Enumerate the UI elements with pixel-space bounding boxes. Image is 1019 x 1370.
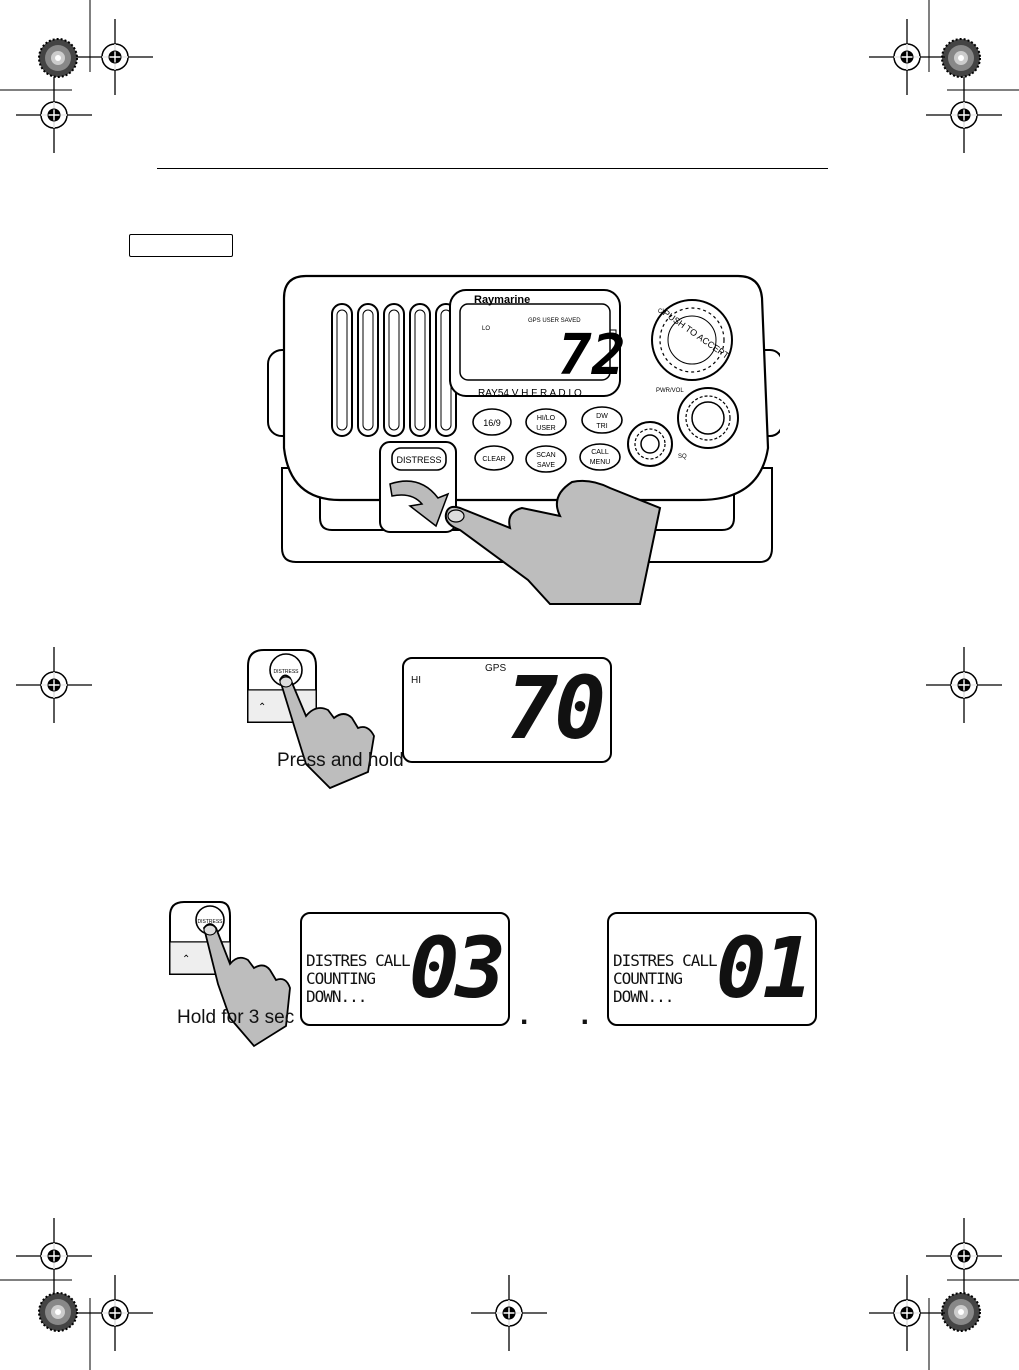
lcd-line: DISTRES CALL [306,952,410,970]
button-call-menu[interactable] [580,444,620,470]
svg-text:⌃: ⌃ [258,702,266,713]
lcd-line: COUNTING [613,970,717,988]
distress-label: DISTRESS [396,455,441,465]
lcd-line: DOWN... [306,988,410,1006]
lcd-gps-indicator: GPS [485,663,506,674]
hold-3sec-caption: Hold for 3 sec [177,1007,294,1029]
button-label: CALL [591,449,609,456]
radio-illustration: Raymarine GPS USER SAVED LO 72 RAY54 V H… [260,268,780,608]
brand-logo: Raymarine [474,294,530,306]
lcd-countdown-number: 03 [409,920,502,1016]
button-label: SCAN [536,452,555,459]
sq-label: SQ [678,454,687,460]
button-label: CLEAR [482,456,505,463]
lcd-countdown-03: DISTRES CALL COUNTING DOWN... 03 [300,912,510,1026]
button-label: 16/9 [483,418,501,428]
button-label: TRI [596,423,607,430]
lcd-channel-number: 72 [558,323,625,388]
lcd-power-level: LO [482,326,490,332]
svg-text:⌃: ⌃ [182,954,190,965]
lcd-channel-number: 70 [506,661,602,757]
button-label: DW [596,413,608,420]
lcd-countdown-01: DISTRES CALL COUNTING DOWN... 01 [607,912,817,1026]
lcd-line: COUNTING [306,970,410,988]
lcd-line: DISTRES CALL [613,952,717,970]
header-rule [157,168,828,169]
lcd-line: DOWN... [613,988,717,1006]
lcd-channel-70: HI GPS 70 [402,657,612,763]
press-hold-caption: Press and hold [277,750,404,772]
model-label: RAY54 V H F R A D I O [478,388,582,399]
lcd-power-level: HI [411,675,421,686]
section-tag-box [129,234,233,257]
pwr-label: PWR/VOL [656,388,684,394]
button-label: MENU [590,459,611,466]
button-label: SAVE [537,462,555,469]
distress-label: DISTRESS [273,669,299,675]
button-label: HI/LO [537,415,556,422]
button-label: USER [536,425,555,432]
lcd-countdown-number: 01 [716,920,809,1016]
